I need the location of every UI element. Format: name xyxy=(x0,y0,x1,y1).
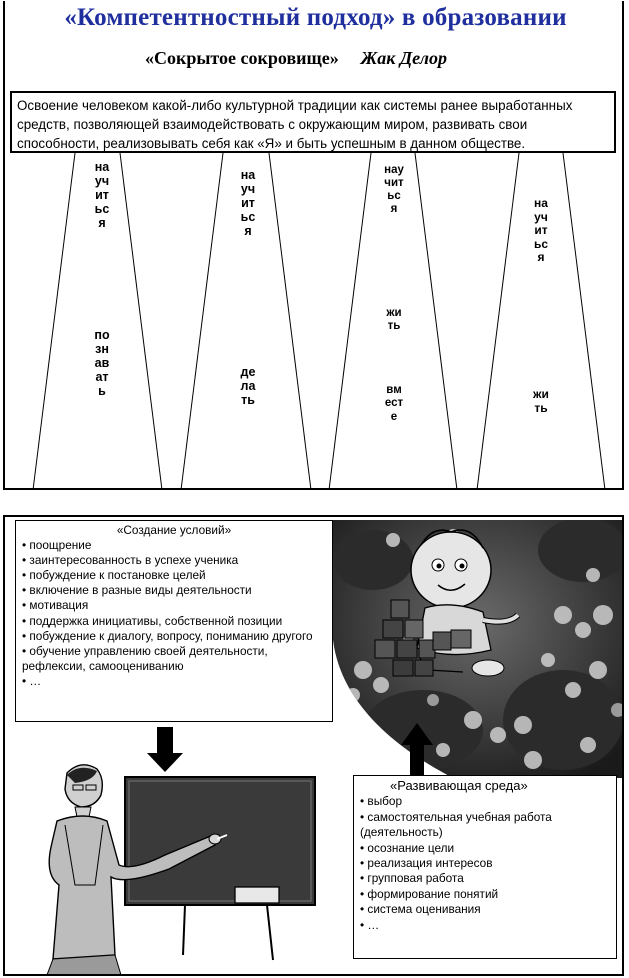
pillar-3-word-1: научиться xyxy=(384,164,404,215)
pillar-4-word-2: жить xyxy=(533,387,549,415)
environment-item: система оценивания xyxy=(360,902,610,917)
conditions-item: мотивация xyxy=(22,598,326,613)
source-book: «Сокрытое сокровище» xyxy=(145,48,339,68)
conditions-item: поощрение xyxy=(22,538,326,553)
child-with-blocks-photo xyxy=(333,520,622,778)
pillar-3-word-3: вместе xyxy=(384,384,404,423)
pillar-1-word-2: познавать xyxy=(94,328,110,398)
environment-item: реализация интересов xyxy=(360,856,610,871)
environment-item: выбор xyxy=(360,794,610,809)
conditions-item: поддержка инициативы, собственной позици… xyxy=(22,614,326,629)
conditions-item: побуждение к диалогу, вопросу, пониманию… xyxy=(22,629,326,644)
environment-item: групповая работа xyxy=(360,871,610,886)
pillar-3-word-2: жить xyxy=(386,307,402,332)
down-arrow-icon xyxy=(147,727,183,772)
pillar-2-left-edge xyxy=(180,152,224,490)
source-author: Жак Делор xyxy=(360,48,447,68)
environment-item: … xyxy=(360,918,610,933)
board-eraser xyxy=(234,886,280,904)
environment-heading: «Развивающая среда» xyxy=(390,778,528,793)
pillar-4-right-edge xyxy=(562,152,606,490)
up-arrow-icon xyxy=(401,723,433,775)
conditions-item: побуждение к постановке целей xyxy=(22,568,326,583)
pillar-2-word-2: делать xyxy=(240,365,256,407)
environment-item: осознание цели xyxy=(360,841,610,856)
conditions-item: … xyxy=(22,674,326,689)
definition-box: Освоение человеком какой-либо культурной… xyxy=(10,91,616,153)
pillar-1-word-1: научиться xyxy=(94,160,110,230)
environment-list: выбор самостоятельная учебная работа (де… xyxy=(360,794,610,933)
conditions-list: поощрение заинтересованность в успехе уч… xyxy=(22,538,326,689)
pillar-3-right-edge xyxy=(414,152,458,490)
pillars-diagram xyxy=(32,152,606,490)
environment-box: «Развивающая среда» выбор самостоятельна… xyxy=(353,775,617,959)
source-reference: «Сокрытое сокровище» Жак Делор xyxy=(145,48,447,69)
conditions-item: обучение управлению своей деятельности, … xyxy=(22,644,326,674)
environment-item: самостоятельная учебная работа (деятельн… xyxy=(360,810,610,841)
pillar-3-left-edge xyxy=(328,152,372,490)
pillar-4-word-1: научиться xyxy=(533,196,549,265)
teacher-at-board-clipart xyxy=(46,764,316,974)
pillar-4-left-edge xyxy=(476,152,520,490)
conditions-box: «Создание условий» поощрение заинтересов… xyxy=(15,520,333,722)
slide-title: «Компетентностный подход» в образовании xyxy=(64,4,567,31)
conditions-item: включение в разные виды деятельности xyxy=(22,583,326,598)
conditions-environment-slide: «Создание условий» поощрение заинтересов… xyxy=(3,515,624,976)
competence-approach-slide: «Компетентностный подход» в образовании … xyxy=(3,1,624,490)
conditions-heading: «Создание условий» xyxy=(116,523,232,537)
pillar-2-right-edge xyxy=(268,152,312,490)
environment-item: формирование понятий xyxy=(360,887,610,902)
conditions-item: заинтересованность в успехе ученика xyxy=(22,553,326,568)
pillar-2-word-1: научиться xyxy=(240,168,256,238)
pillar-1-right-edge xyxy=(119,152,163,490)
pillar-1-left-edge xyxy=(32,152,76,490)
